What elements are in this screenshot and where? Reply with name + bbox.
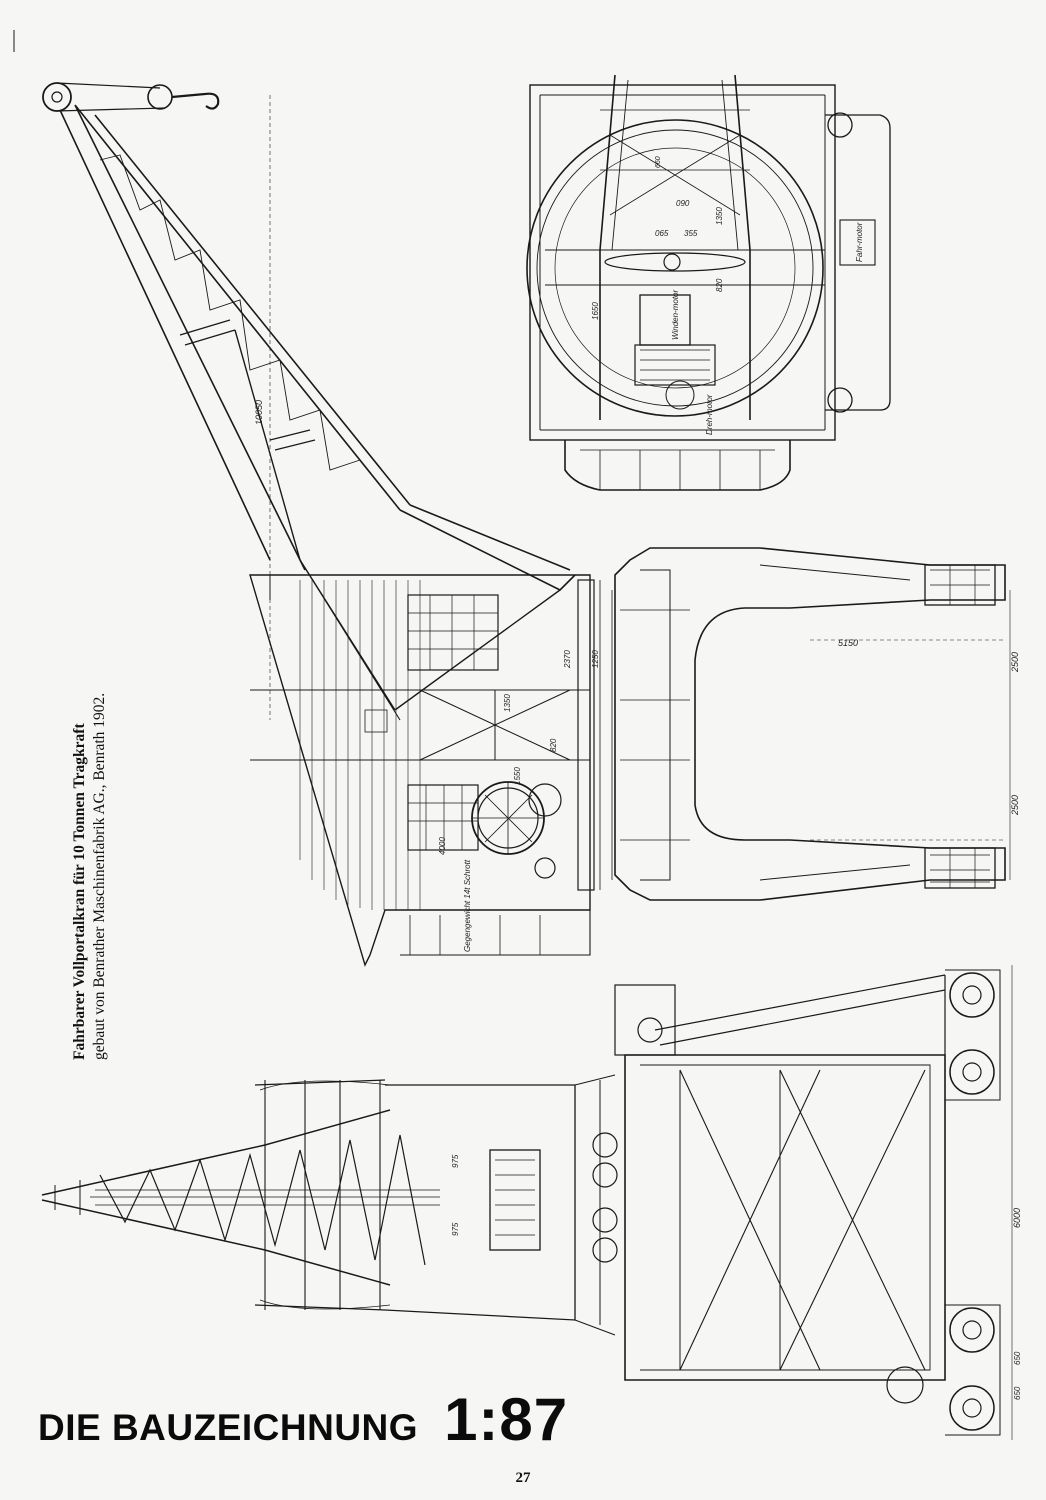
jib-plan [599,74,751,420]
dim-column-e: 1550 [513,767,522,785]
portal-frame [614,547,1006,901]
plan-view [526,74,891,491]
drawing-caption: Fahrbarer Vollportalkran für 10 Tonnen T… [70,600,110,1060]
wheel-upper-2 [949,1049,995,1095]
dim-column-b: 1350 [503,694,512,712]
dim-boom-height: 10050 [254,400,264,425]
house-window-upper [407,594,499,671]
dim-column-f: 820 [549,738,558,752]
caption-line-2: gebaut von Benrather Maschinenfabrik AG.… [91,692,108,1060]
dim-plan-c: 1350 [715,207,724,225]
dim-front-a: 975 [451,1154,460,1168]
side-elevation-view [42,82,1011,967]
caption-line-1: Fahrbarer Vollportalkran für 10 Tonnen T… [71,723,88,1060]
dim-column-a: 2370 [563,650,572,669]
front-elevation-view [41,965,1013,1440]
dim-plan-d: 065 [655,229,669,238]
bogie-lower [924,847,996,889]
slewing-ring [526,119,824,417]
dim-plan-g: 660 [655,156,662,168]
crane-hook [171,92,220,110]
dim-track-a: 2500 [1010,652,1020,673]
dim-plan-e: 355 [684,229,698,238]
dim-plan-b: 820 [715,278,724,292]
dim-track-b: 2500 [1010,795,1020,816]
travel-motor [839,219,876,266]
wheel-upper-1 [949,972,995,1018]
dim-column-d: 4000 [438,837,447,855]
dim-column-c: 1250 [591,650,600,668]
dim-wheel-a: 650 [1013,1351,1022,1365]
dim-front-width: 6000 [1012,1208,1022,1228]
travel-frame [825,114,891,411]
page-title: DIE BAUZEICHNUNG 1:87 [38,1385,568,1454]
page-number: 27 [515,1470,531,1486]
wheel-lower-1 [949,1307,995,1353]
winch-drum-plan [634,344,716,386]
dimension-labels: 10050 5150 2500 2500 2370 1350 1250 4000… [254,156,1022,1400]
dim-plan-f: 090 [676,199,690,208]
label-winch-motor: Winden-motor [671,289,680,340]
label-travel-motor: Fahr-motor [855,222,864,262]
hook-block [147,84,173,110]
label-slew-motor: Dreh-motor [705,394,714,435]
dim-front-b: 975 [451,1222,460,1236]
title-text: DIE BAUZEICHNUNG [38,1407,419,1448]
winch-motor [639,294,691,346]
label-counterweight: Gegengewicht 14t Schrott [463,859,472,952]
dim-portal-width: 5150 [838,638,858,648]
jib-head-sheave [42,82,72,112]
house-front [384,1084,576,1321]
dim-wheel-b: 650 [1013,1386,1022,1400]
bogie-upper [924,564,996,606]
jib-front [41,1109,391,1286]
counterweight-tail [564,440,791,491]
title-scale: 1:87 [444,1386,569,1453]
wheel-lower-2 [949,1385,995,1431]
portal-front [624,1054,946,1381]
winch-front [489,1149,541,1251]
dim-plan-a: 1650 [591,302,600,320]
